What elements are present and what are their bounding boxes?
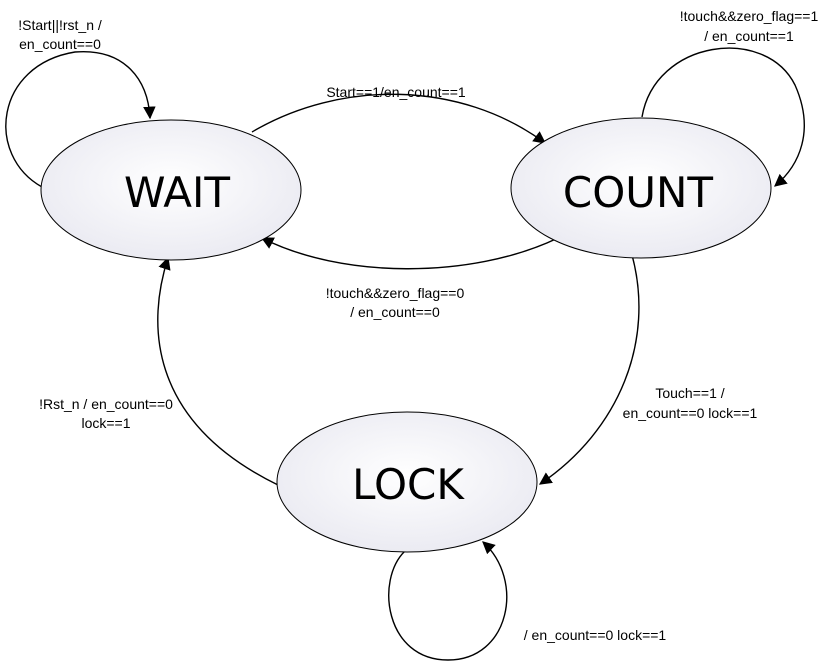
label-count-to-lock-1: Touch==1 / [655,385,724,401]
label-wait-self-2: en_count==0 [19,36,101,52]
edge-count-to-lock [538,254,640,485]
state-wait-label: WAIT [124,168,230,217]
edge-count-self [641,47,805,187]
label-count-to-lock-2: en_count==0 lock==1 [623,405,758,421]
edge-wait-self [5,51,156,188]
label-count-to-wait-1: !touch&&zero_flag==0 [326,285,465,301]
state-lock-label: LOCK [352,460,465,509]
label-count-to-wait-2: / en_count==0 [350,304,440,320]
edge-lock-self [388,541,508,661]
label-wait-self-1: !Start||!rst_n / [18,17,102,33]
state-count-label: COUNT [563,168,714,217]
label-lock-self: / en_count==0 lock==1 [524,627,667,643]
state-wait [40,119,302,261]
state-lock [276,411,538,553]
label-lock-to-wait-2: lock==1 [81,415,130,431]
edge-wait-to-count [251,93,547,144]
edge-lock-to-wait [157,256,279,486]
label-count-self-2: / en_count==1 [704,28,794,44]
label-count-self-1: !touch&&zero_flag==1 [680,8,819,24]
label-lock-to-wait-1: !Rst_n / en_count==0 [39,396,173,412]
edge-count-to-wait [260,237,559,270]
state-count [510,117,772,259]
label-wait-to-count: Start==1/en_count==1 [326,84,466,100]
